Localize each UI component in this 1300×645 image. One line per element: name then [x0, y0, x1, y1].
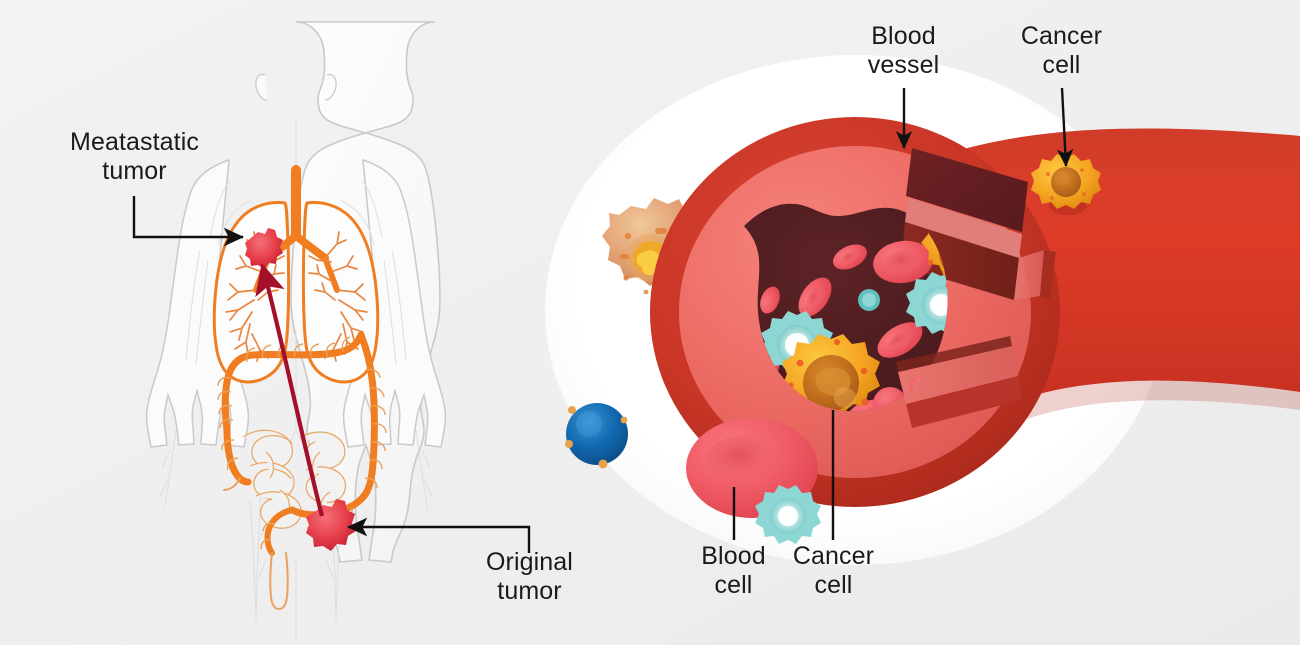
leader-original-tumor [347, 517, 531, 553]
cancer-cell-on-vessel-surface [1031, 154, 1101, 215]
white-blood-cell-foreground [755, 485, 821, 544]
leader-metastatic-tumor [132, 196, 244, 247]
free-blue-cell [565, 403, 628, 469]
label-metastatic-tumor: Meatastatic tumor [70, 128, 199, 185]
colon-organ [217, 331, 387, 611]
leader-cancer-cell-top [1056, 87, 1074, 167]
label-blood-vessel: Blood vessel [867, 22, 940, 79]
metastatic-tumor-marker [245, 228, 283, 269]
label-cancer-cell-bottom: Cancer cell [792, 542, 875, 599]
metastasis-arrow [255, 263, 325, 517]
original-tumor-marker [306, 499, 356, 551]
label-blood-cell: Blood cell [701, 542, 766, 599]
cancer-cell-lumen [782, 334, 880, 412]
label-cancer-cell-top: Cancer cell [1020, 22, 1103, 79]
vessel-cross-section [650, 117, 1060, 507]
label-original-tumor: Original tumor [486, 548, 573, 605]
